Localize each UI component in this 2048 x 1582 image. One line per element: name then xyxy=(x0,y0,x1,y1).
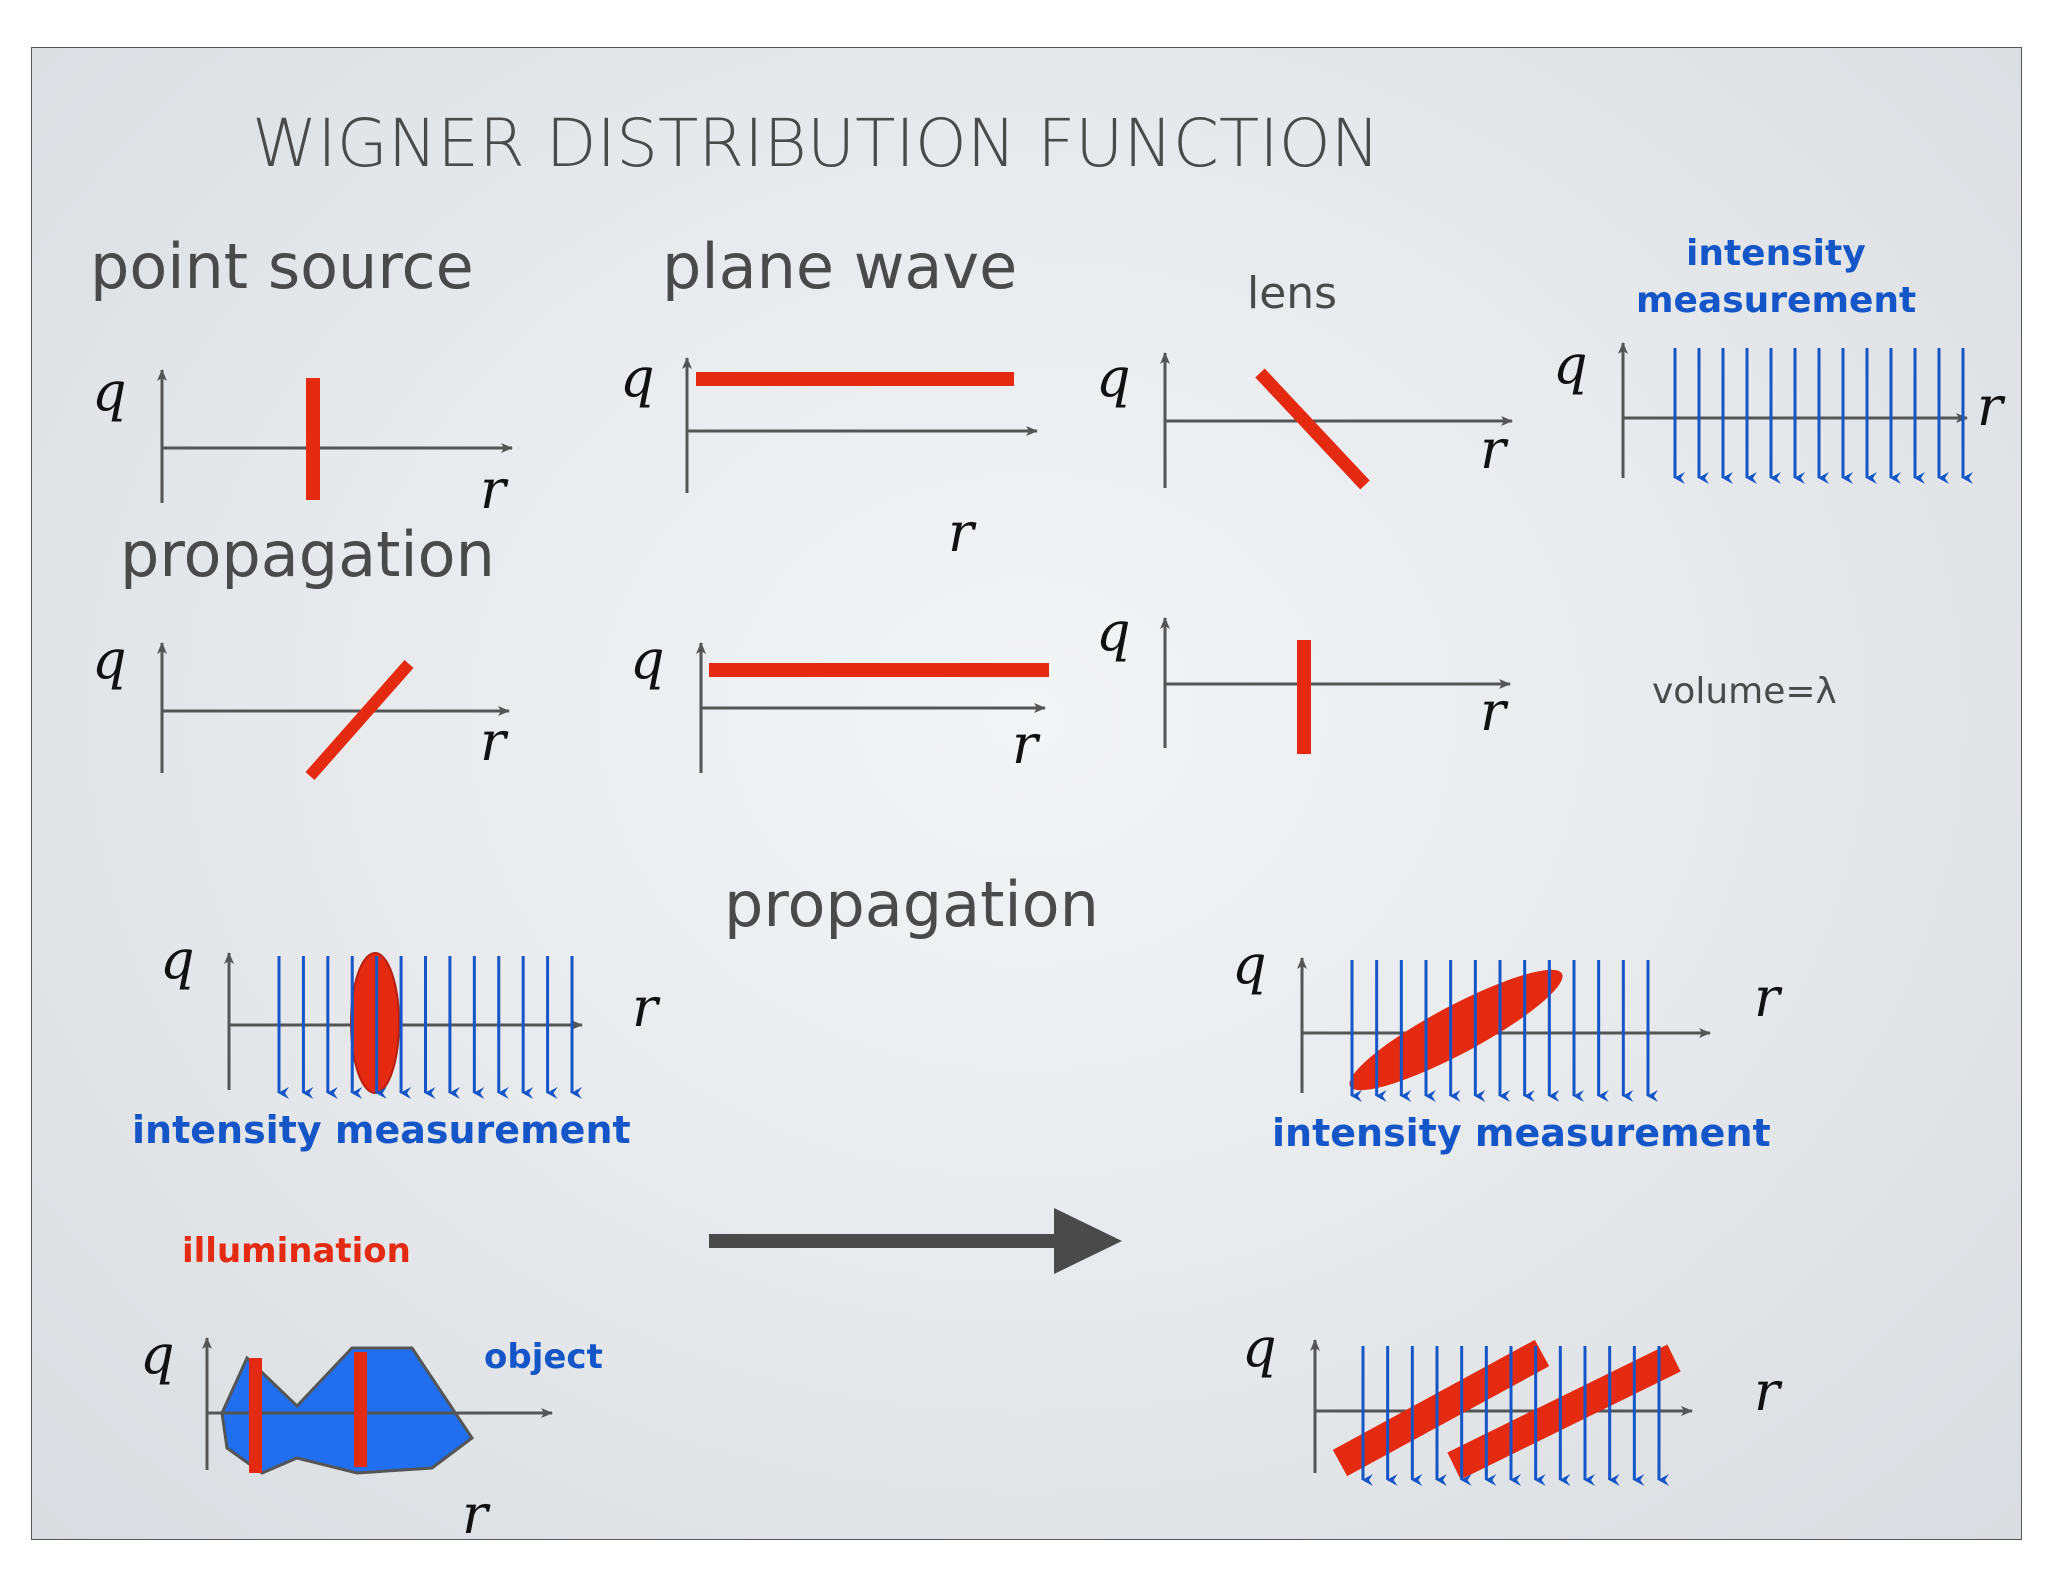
q-label: q xyxy=(92,360,127,423)
panel-object: q r xyxy=(140,1323,553,1540)
label-plane-wave: plane wave xyxy=(662,230,1017,303)
r-label: r xyxy=(948,501,977,564)
illumination-bar-2 xyxy=(354,1352,367,1467)
measurement-arrows xyxy=(1673,348,1973,484)
measurement-arrows xyxy=(1361,1346,1669,1486)
focused-bar xyxy=(1297,640,1311,754)
propagation-arrow xyxy=(709,1208,1122,1274)
r-label: r xyxy=(1977,375,2006,438)
q-label: q xyxy=(1242,1316,1277,1379)
label-propagation-left: propagation xyxy=(120,518,495,591)
label-lens: lens xyxy=(1247,268,1337,319)
r-label: r xyxy=(1012,713,1041,776)
label-object: object xyxy=(484,1337,603,1377)
panel-measurement-ellipse: q r xyxy=(160,928,661,1099)
r-label: r xyxy=(1754,966,1783,1029)
panel-lens: q r xyxy=(1096,346,1513,490)
r-label: r xyxy=(480,458,509,521)
label-volume: volume=λ xyxy=(1652,671,1837,712)
q-label: q xyxy=(620,346,655,409)
panel-point-source: q r xyxy=(92,360,513,521)
panel-plane-wave: q r xyxy=(620,346,1038,564)
panel-propagation-lens: q r xyxy=(1096,600,1511,754)
sheared-bar-2 xyxy=(1447,1344,1681,1480)
plane-wave-bar xyxy=(709,663,1049,677)
q-label: q xyxy=(1232,933,1267,996)
illumination-bar-1 xyxy=(249,1358,262,1473)
q-label: q xyxy=(1096,600,1131,663)
label-propagation-center: propagation xyxy=(724,868,1099,941)
r-label: r xyxy=(1480,680,1509,743)
plane-wave-bar xyxy=(696,372,1014,386)
r-label: r xyxy=(480,710,509,773)
q-label: q xyxy=(1096,346,1131,409)
q-label: q xyxy=(92,628,127,691)
page-title: WIGNER DISTRIBUTION FUNCTION xyxy=(252,105,1380,182)
r-label: r xyxy=(462,1483,491,1540)
sheared-line xyxy=(305,660,414,780)
panel-measurement-sheared-ellipse: q r xyxy=(1232,933,1783,1102)
r-label: r xyxy=(632,976,661,1039)
q-label: q xyxy=(630,628,665,691)
illumination-ellipse xyxy=(350,952,400,1094)
q-label: q xyxy=(160,928,195,991)
r-label: r xyxy=(1754,1360,1783,1423)
panel-propagation-plane-wave: q r xyxy=(630,628,1049,776)
panel-propagation-point-source: q r xyxy=(92,628,510,780)
q-label: q xyxy=(140,1323,175,1386)
point-source-bar xyxy=(306,378,320,500)
measurement-arrows xyxy=(277,956,582,1099)
r-label: r xyxy=(1480,418,1509,481)
label-intensity-line2: measurement xyxy=(1636,280,1916,321)
label-point-source: point source xyxy=(90,230,474,303)
wigner-diagram: WIGNER DISTRIBUTION FUNCTION point sourc… xyxy=(90,105,2006,1540)
q-label: q xyxy=(1553,333,1588,396)
label-intensity-line1: intensity xyxy=(1686,233,1866,274)
measurement-arrows xyxy=(1350,960,1658,1102)
lens-line xyxy=(1255,368,1370,490)
label-intensity-measurement-left: intensity measurement xyxy=(132,1108,631,1152)
label-intensity-measurement-right: intensity measurement xyxy=(1272,1111,1771,1155)
panel-intensity-measurement: q r xyxy=(1553,333,2006,484)
sheared-bar-1 xyxy=(1332,1339,1550,1477)
panel-propagated-object: q r xyxy=(1242,1316,1783,1486)
slide: WIGNER DISTRIBUTION FUNCTION point sourc… xyxy=(31,47,2022,1540)
label-illumination: illumination xyxy=(182,1231,411,1271)
sheared-ellipse xyxy=(1349,969,1563,1091)
